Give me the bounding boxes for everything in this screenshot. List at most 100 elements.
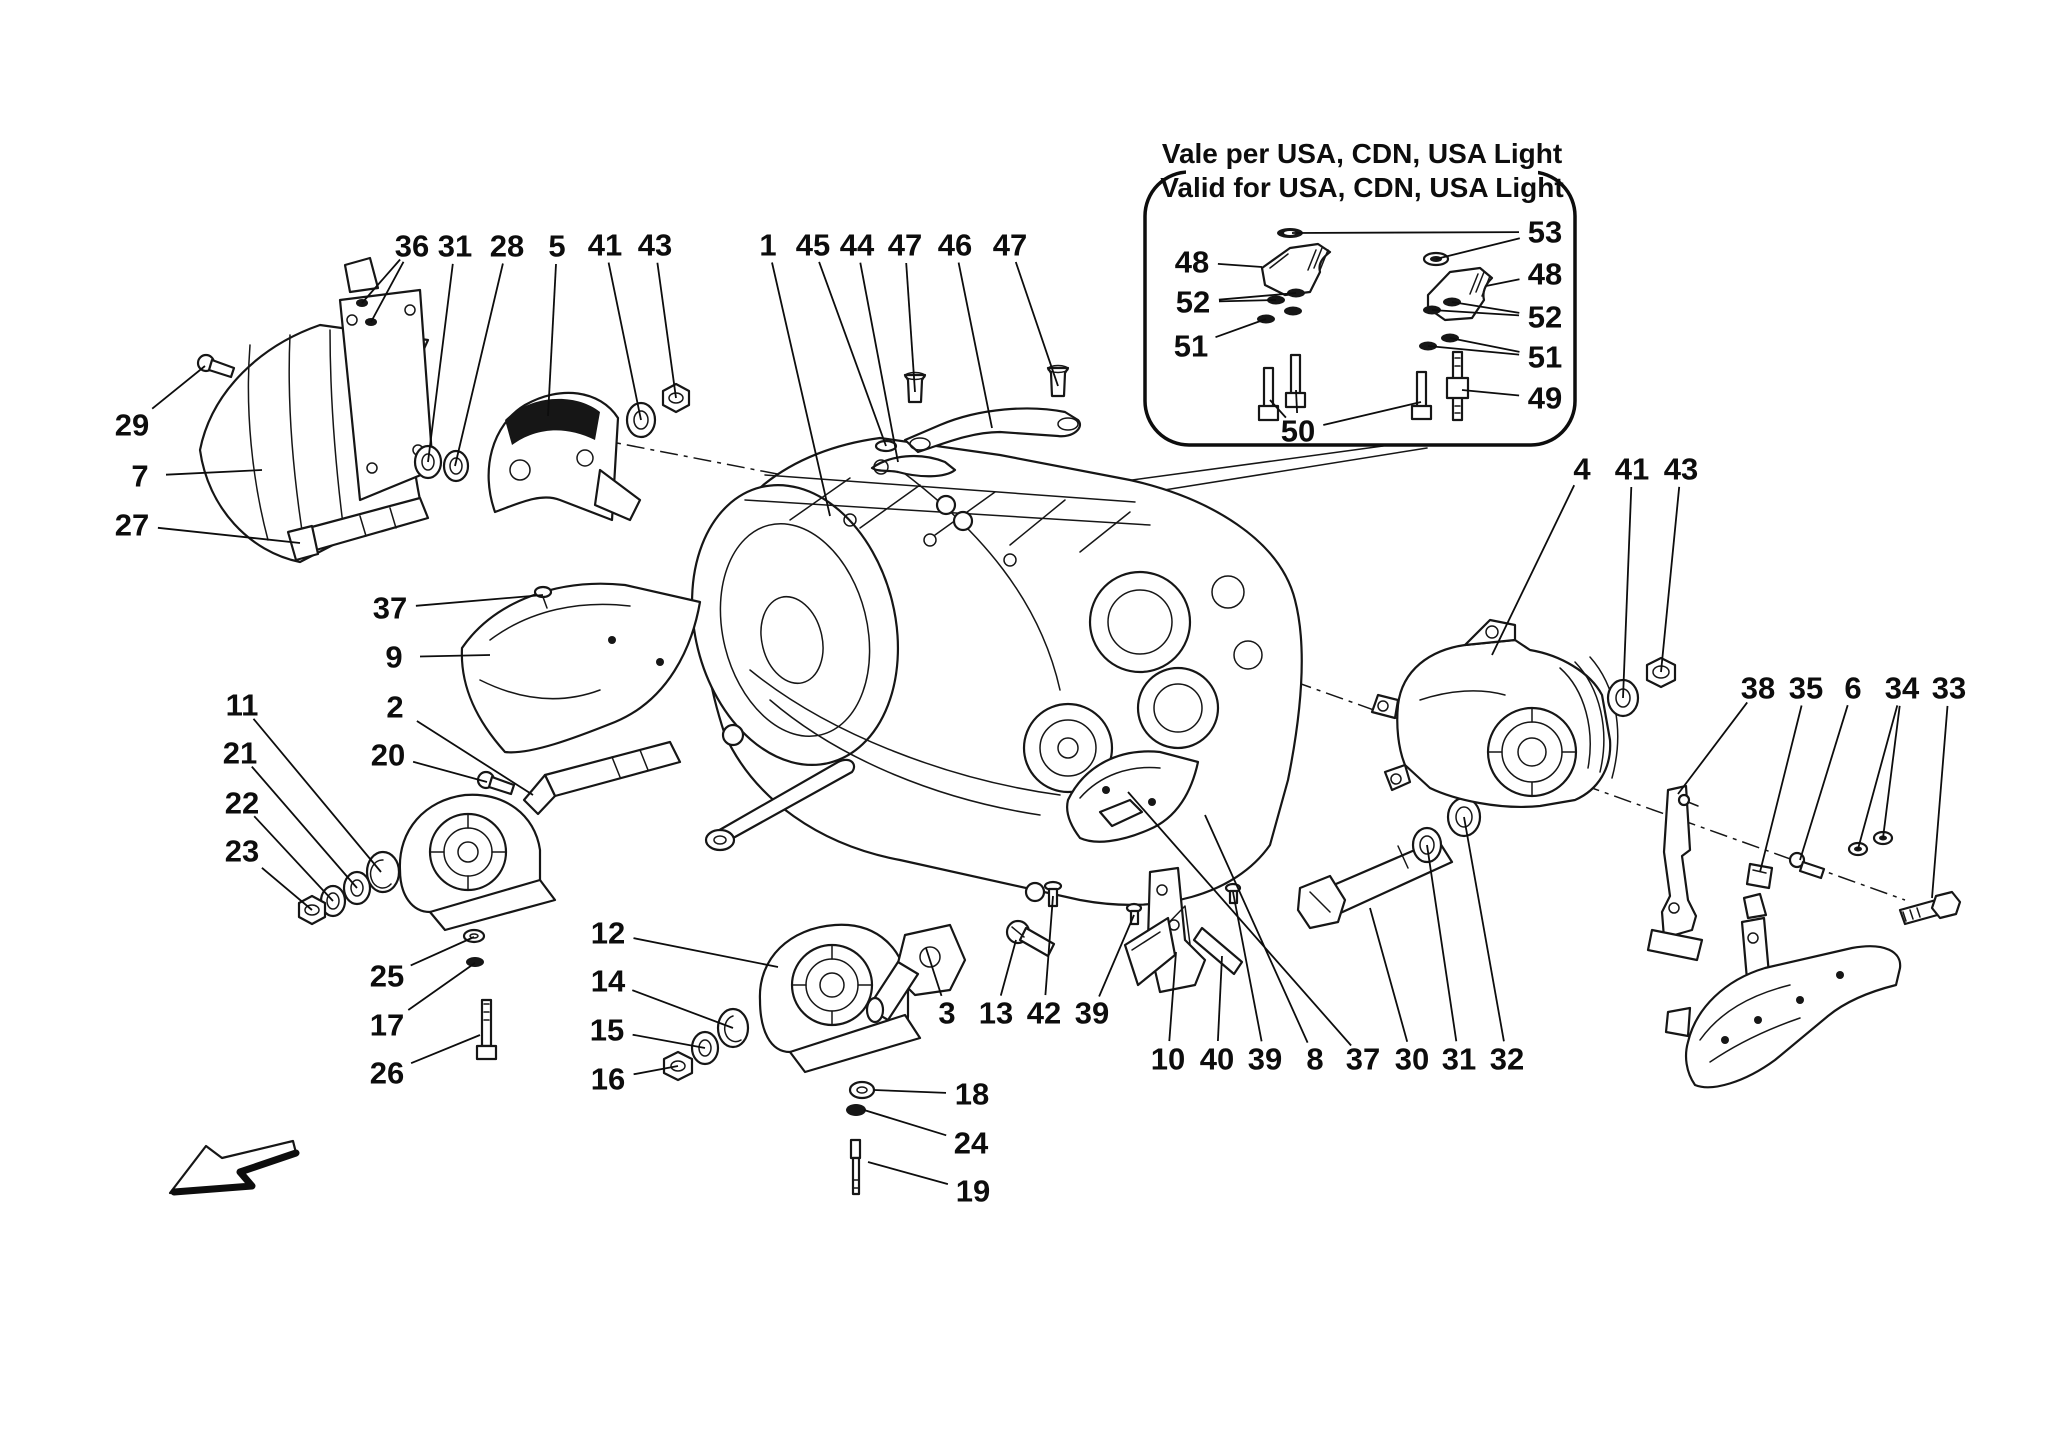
screw-20 [476, 770, 516, 796]
part-number-40-38: 40 [1200, 1042, 1234, 1077]
part-number-11-19: 11 [226, 688, 259, 723]
mount-48-right [1426, 266, 1494, 322]
screw-47-b [1046, 364, 1070, 398]
part-number-30-42: 30 [1395, 1042, 1429, 1077]
leader-line-33-52 [1931, 705, 1949, 899]
leader-line-52-58-1 [1431, 309, 1520, 317]
part-number-5-3: 5 [548, 229, 565, 264]
leader-line-53-56-1 [1435, 237, 1521, 260]
leader-line-23-22 [261, 867, 313, 911]
part-number-24-35: 24 [954, 1126, 989, 1161]
part-46-strap-group [870, 364, 1081, 478]
part-11-mount [297, 793, 557, 932]
part-7-heat-shield [196, 256, 435, 564]
part-number-48-57: 48 [1528, 257, 1562, 292]
leader-line-34-51-1 [1882, 705, 1901, 839]
bolt-19 [849, 1138, 862, 1196]
part-number-19-36: 19 [956, 1174, 990, 1209]
leader-line-13-31 [999, 939, 1017, 996]
bolt-26 [475, 998, 498, 1061]
bolt-50-a [1257, 366, 1280, 422]
part-number-49-60: 49 [1528, 381, 1562, 416]
leader-line-50-61 [1269, 399, 1287, 419]
leader-line-15-28 [632, 1033, 706, 1049]
leader-line-51-59-1 [1427, 345, 1520, 356]
leader-line-40-38 [1217, 955, 1223, 1042]
part-number-37-15: 37 [373, 591, 407, 626]
screw-6 [1788, 851, 1826, 880]
part-number-14-27: 14 [591, 964, 626, 999]
leader-line-19-36 [867, 1161, 949, 1185]
part-number-1-6: 1 [759, 228, 776, 263]
leader-line-50-61-1 [1295, 389, 1298, 414]
leader-line-47-9 [905, 262, 916, 393]
leader-line-32-44 [1463, 816, 1505, 1042]
inset-parts [1257, 228, 1494, 422]
part-46-strap [903, 407, 1081, 454]
part-number-33-52: 33 [1932, 671, 1966, 706]
leader-line-6-50 [1799, 704, 1849, 861]
leader-line-42-32 [1044, 895, 1054, 996]
leader-line-48-57 [1485, 278, 1520, 287]
part-number-47-9: 47 [888, 228, 922, 263]
part-number-39-39: 39 [1248, 1042, 1282, 1077]
leader-line-41-46 [1622, 486, 1633, 699]
leader-line-53-56 [1291, 231, 1520, 234]
plug-24 [846, 1104, 866, 1116]
right-heat-shield [1664, 890, 1962, 1089]
bolt-50-b [1284, 353, 1307, 409]
part-number-20-18: 20 [371, 738, 405, 773]
part-number-44-8: 44 [840, 228, 875, 263]
leader-line-4-45 [1491, 484, 1576, 656]
part-number-17-24: 17 [370, 1008, 404, 1043]
leader-line-49-60 [1461, 389, 1520, 397]
leader-line-38-48 [1677, 701, 1748, 795]
leader-line-36-0-1 [370, 261, 405, 323]
part-number-29-12: 29 [115, 408, 149, 443]
part-number-35-49: 35 [1789, 671, 1823, 706]
washer-18 [848, 1080, 876, 1100]
leader-line-5-3 [547, 263, 557, 417]
leader-line-24-35 [863, 1109, 947, 1137]
screw-39-upper [1125, 902, 1143, 926]
leader-line-52-54 [1218, 299, 1277, 303]
leader-line-51-59 [1449, 337, 1520, 353]
part-5-mount [413, 382, 691, 522]
leader-line-12-26 [633, 937, 779, 968]
leader-line-26-25 [410, 1034, 481, 1065]
part-45-lever [870, 455, 957, 478]
leader-line-37-15 [415, 594, 544, 607]
inset-title-mask [1186, 136, 1538, 204]
part-number-18-34: 18 [955, 1077, 989, 1112]
part-38-bracket [1646, 784, 1894, 962]
leader-line-3-30 [925, 947, 943, 997]
part-number-15-28: 15 [590, 1013, 624, 1048]
part-number-46-10: 46 [938, 228, 972, 263]
part-number-43-47: 43 [1664, 452, 1698, 487]
clip-35 [1745, 862, 1774, 890]
bolt-33 [1898, 890, 1962, 926]
leader-line-31-43 [1426, 844, 1458, 1042]
leader-line-52-58 [1451, 301, 1520, 314]
washer-11-ring [365, 850, 401, 894]
part-9-shield [460, 582, 702, 754]
leader-line-36-0 [361, 258, 401, 304]
part-number-51-55: 51 [1174, 329, 1208, 364]
fasteners-25-17-26 [462, 928, 498, 1061]
leader-line-22-21 [253, 815, 334, 902]
part-number-31-43: 31 [1442, 1042, 1476, 1077]
part-number-8-40: 8 [1306, 1042, 1323, 1077]
leader-line-34-51 [1857, 705, 1899, 850]
part-number-4-45: 4 [1573, 452, 1591, 487]
leader-line-7-13 [165, 469, 263, 476]
part-number-6-50: 6 [1844, 671, 1861, 706]
part-27-shaft [286, 496, 430, 562]
part-number-27-14: 27 [115, 508, 149, 543]
part-number-31-1: 31 [438, 229, 472, 264]
part-number-3-30: 3 [938, 996, 955, 1031]
leader-line-9-16 [419, 654, 491, 658]
part-number-51-59: 51 [1528, 340, 1562, 375]
part-number-34-51: 34 [1885, 671, 1920, 706]
leader-line-48-53 [1217, 263, 1263, 268]
